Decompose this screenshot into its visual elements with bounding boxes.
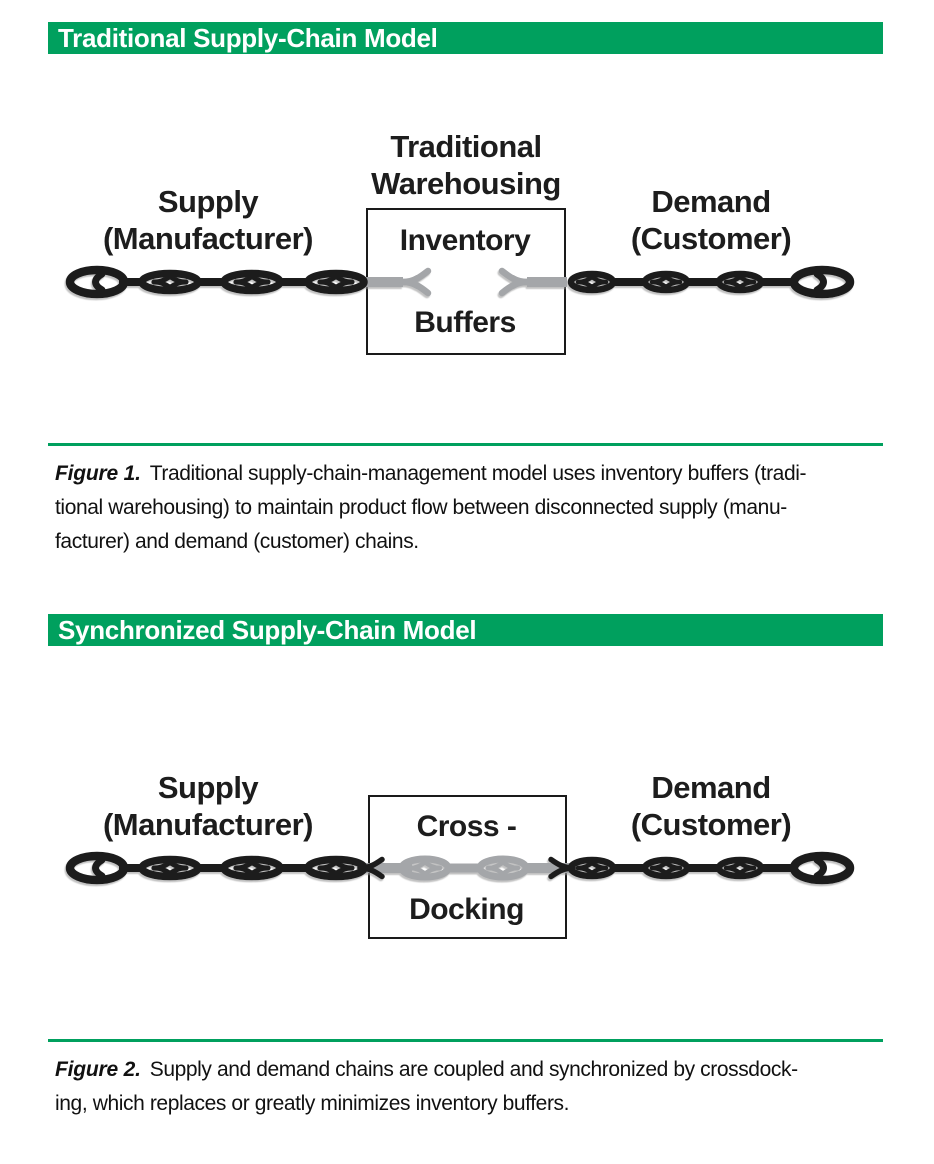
- caption-rule-2: [48, 1039, 883, 1042]
- figure1-caption-line1: Figure 1. Traditional supply-chain-manage…: [55, 457, 887, 491]
- warehousing-title-line1: Traditional: [390, 129, 542, 164]
- demand-label-fig1-line1: Demand: [651, 184, 771, 219]
- warehousing-title-line2: Warehousing: [371, 166, 561, 201]
- figure2-caption-text1: Supply and demand chains are coupled and…: [149, 1058, 798, 1081]
- cross-label: Cross -: [416, 810, 517, 843]
- figure1-caption-line2: tional warehousing) to maintain product …: [55, 496, 787, 519]
- section-header-traditional: Traditional Supply-Chain Model: [48, 22, 883, 54]
- caption-rule-1: [48, 443, 883, 446]
- supply-label-fig2: Supply (Manufacturer): [58, 769, 358, 843]
- section-header-synchronized: Synchronized Supply-Chain Model: [48, 614, 883, 646]
- demand-label-fig1-line2: (Customer): [630, 221, 792, 256]
- supply-label-fig1: Supply (Manufacturer): [58, 183, 358, 257]
- section-header-traditional-label: Traditional Supply-Chain Model: [58, 23, 438, 53]
- section-header-synchronized-label: Synchronized Supply-Chain Model: [58, 615, 477, 645]
- demand-label-fig2: Demand (Customer): [561, 769, 861, 843]
- figure1-caption-text1: Traditional supply-chain-management mode…: [149, 462, 807, 485]
- connected-chain-graphic: [65, 851, 855, 885]
- supply-label-fig1-line2: (Manufacturer): [102, 221, 314, 256]
- figure2-caption-label: Figure 2.: [55, 1058, 141, 1081]
- supply-label-fig1-line1: Supply: [157, 184, 259, 219]
- figure1-caption: Figure 1. Traditional supply-chain-manage…: [55, 457, 887, 559]
- supply-label-fig2-line2: (Manufacturer): [102, 807, 314, 842]
- broken-chain-graphic: [65, 265, 855, 299]
- figure2-caption-line1: Figure 2. Supply and demand chains are co…: [55, 1053, 887, 1087]
- warehousing-title: Traditional Warehousing: [316, 128, 616, 202]
- docking-label: Docking: [409, 893, 524, 926]
- figure2-caption: Figure 2. Supply and demand chains are co…: [55, 1053, 887, 1121]
- figure1-caption-line3: facturer) and demand (customer) chains.: [55, 530, 419, 553]
- demand-label-fig2-line1: Demand: [651, 770, 771, 805]
- buffers-label: Buffers: [414, 306, 516, 339]
- inventory-label: Inventory: [399, 224, 531, 257]
- demand-label-fig2-line2: (Customer): [630, 807, 792, 842]
- supply-label-fig2-line1: Supply: [157, 770, 259, 805]
- figure2-caption-line2: ing, which replaces or greatly minimizes…: [55, 1092, 570, 1115]
- figure1-caption-label: Figure 1.: [55, 462, 141, 485]
- demand-label-fig1: Demand (Customer): [561, 183, 861, 257]
